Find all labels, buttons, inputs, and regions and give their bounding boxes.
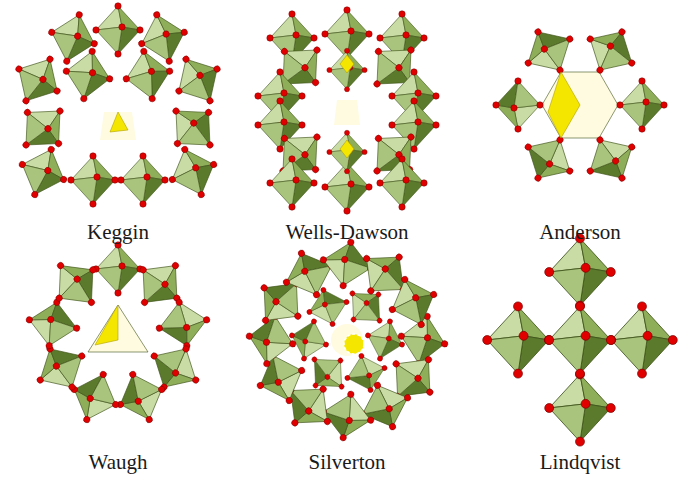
structure-name: Anderson xyxy=(539,220,621,245)
anderson-structure xyxy=(493,16,667,195)
structure-name: Waugh xyxy=(89,450,148,475)
lindqvist-structure xyxy=(483,234,678,446)
structure-name: Keggin xyxy=(87,220,149,245)
keggin-structure xyxy=(3,3,234,207)
structure-name: Silverton xyxy=(309,450,386,475)
silverton-structure xyxy=(241,234,452,445)
waugh-structure xyxy=(22,242,214,431)
wells-dawson-structure xyxy=(255,7,439,214)
structure-name: Wells-Dawson xyxy=(285,220,408,245)
structure-name: Lindqvist xyxy=(540,450,621,475)
